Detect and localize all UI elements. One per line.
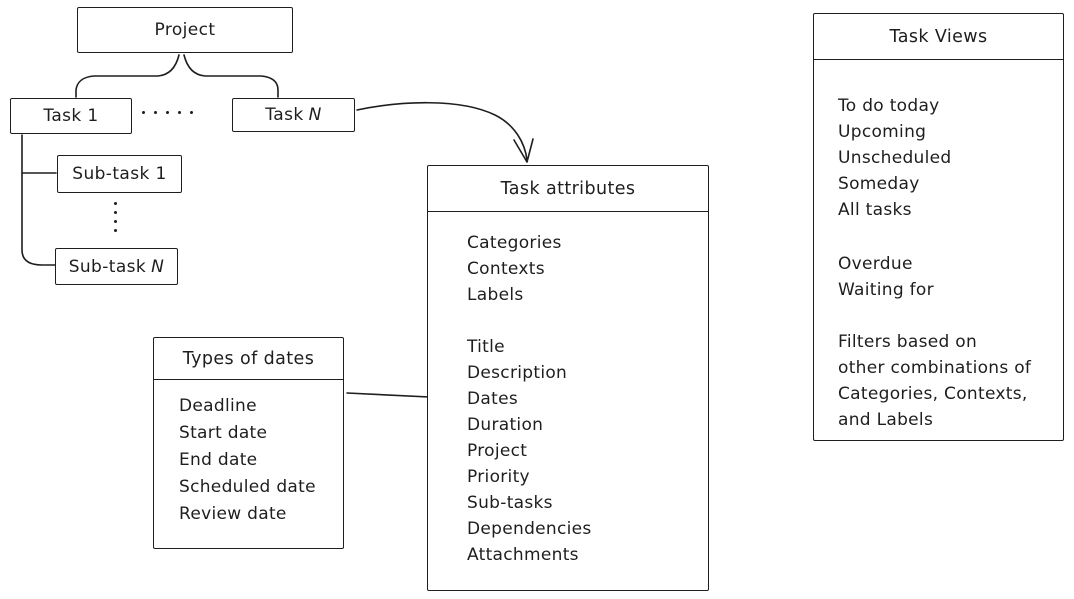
task-view-filter-line: Filters based on xyxy=(838,332,978,352)
connector-taskN-to-attributes xyxy=(356,101,528,161)
node-sub-task-1-label: Sub-task 1 xyxy=(72,164,167,184)
node-task-n-suffix: N xyxy=(308,105,322,125)
node-sub-task-1: Sub-task 1 xyxy=(57,155,182,193)
node-sub-task-n-label: Sub-task xyxy=(68,256,147,277)
arrowhead-taskN-to-attributes xyxy=(513,138,534,163)
attribute-item: Categories xyxy=(467,233,562,253)
task-view-item: Upcoming xyxy=(838,122,927,142)
task-view-item: Overdue xyxy=(838,254,913,274)
attribute-item: Priority xyxy=(467,467,530,487)
attribute-item: Labels xyxy=(467,285,524,305)
connector-task1-to-subtasks xyxy=(21,134,56,266)
attribute-item: Sub-tasks xyxy=(467,493,553,513)
attribute-item: Description xyxy=(467,363,568,383)
node-project: Project xyxy=(77,7,293,53)
entity-task-views-title: Task Views xyxy=(814,14,1063,60)
attribute-item-dates: Dates xyxy=(467,389,518,409)
connector-project-to-task1 xyxy=(75,54,180,98)
entity-task-attributes-title: Task attributes xyxy=(428,166,708,212)
entity-task-attributes: Task attributes Categories Contexts Labe… xyxy=(427,165,709,591)
task-views-date-group: To do today Upcoming Unscheduled Someday… xyxy=(838,93,1063,223)
attribute-item: Project xyxy=(467,441,528,461)
attribute-item: Title xyxy=(467,337,505,357)
attribute-item: Dependencies xyxy=(467,519,592,539)
date-type-item: Scheduled date xyxy=(179,477,316,497)
task-views-filters-group: Filters based on other combinations of C… xyxy=(838,329,1063,433)
node-sub-task-n: Sub-task N xyxy=(55,248,178,285)
task-view-filter-line: and Labels xyxy=(838,410,934,430)
entity-task-views: Task Views To do today Upcoming Unschedu… xyxy=(813,13,1064,441)
date-type-item: End date xyxy=(179,450,258,470)
task-views-status-group: Overdue Waiting for xyxy=(838,251,1063,303)
task-view-filter-line: Categories, Contexts, xyxy=(838,384,1028,404)
date-type-item: Review date xyxy=(179,504,287,524)
task-view-item: To do today xyxy=(838,96,940,116)
node-task-n-label: Task xyxy=(265,105,304,125)
attribute-item: Contexts xyxy=(467,259,545,279)
date-type-item: Start date xyxy=(179,423,268,443)
task-attributes-tag-group: Categories Contexts Labels xyxy=(467,230,708,308)
ellipsis-vertical-icon xyxy=(114,202,117,232)
node-task-n: Task N xyxy=(232,98,355,132)
task-attributes-field-group: Title Description Dates Duration Project… xyxy=(467,334,708,568)
entity-types-of-dates-title: Types of dates xyxy=(154,338,343,380)
node-task-1: Task 1 xyxy=(10,98,132,134)
node-task-1-label: Task 1 xyxy=(43,106,99,126)
node-project-label: Project xyxy=(154,20,216,40)
connector-project-to-taskN xyxy=(183,54,279,98)
task-view-item: Someday xyxy=(838,174,920,194)
task-view-filter-line: other combinations of xyxy=(838,358,1032,378)
task-view-item: All tasks xyxy=(838,200,912,220)
date-type-item: Deadline xyxy=(179,396,257,416)
attribute-item: Duration xyxy=(467,415,544,435)
entity-types-of-dates: Types of dates Deadline Start date End d… xyxy=(153,337,344,549)
attribute-item: Attachments xyxy=(467,545,579,565)
node-sub-task-n-suffix: N xyxy=(151,256,165,277)
task-view-item: Unscheduled xyxy=(838,148,952,168)
task-view-item: Waiting for xyxy=(838,280,934,300)
ellipsis-horizontal-icon xyxy=(142,111,193,114)
